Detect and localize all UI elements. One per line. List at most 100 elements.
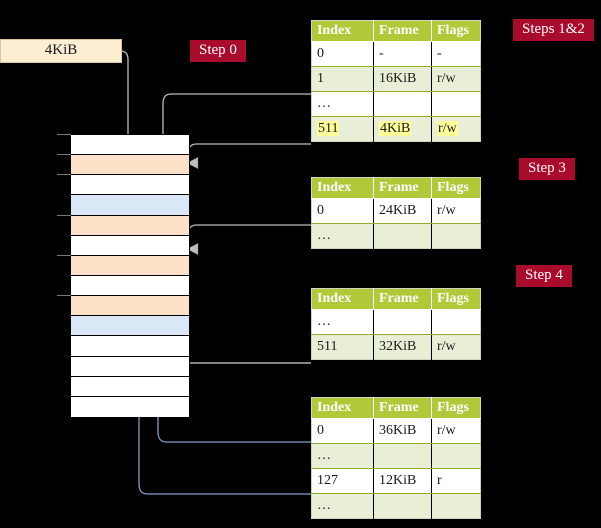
- cell-frame: 36KiB: [373, 418, 432, 444]
- cell-flags: r: [431, 468, 481, 494]
- size-label-box: 4KiB: [0, 39, 122, 63]
- memory-tick: [57, 174, 71, 176]
- cell-index: 127: [311, 468, 374, 494]
- table-row[interactable]: …: [311, 309, 481, 335]
- column-header-frame: Frame: [373, 177, 432, 199]
- table-row[interactable]: 0--: [311, 41, 481, 67]
- table-row[interactable]: 511 4KiB r/w: [311, 116, 481, 142]
- cell-flags: r/w: [431, 116, 481, 142]
- memory-frame-row: [71, 356, 189, 377]
- memory-frame-row: [71, 336, 189, 357]
- memory-frame-row: [71, 296, 189, 317]
- cell-frame: [373, 223, 432, 249]
- cell-frame: 32KiB: [373, 334, 432, 360]
- physical-memory-column: [70, 134, 190, 417]
- cell-flags: r/w: [431, 418, 481, 444]
- highlighted-value: 4KiB: [379, 121, 412, 136]
- table-row[interactable]: …: [311, 493, 481, 519]
- column-header-flags: Flags: [431, 288, 481, 310]
- column-header-index: Index: [311, 177, 374, 199]
- table-row[interactable]: …: [311, 91, 481, 117]
- cell-flags: -: [431, 41, 481, 67]
- memory-frame-row: [71, 135, 189, 156]
- cell-frame: [373, 91, 432, 117]
- cell-flags: [431, 223, 481, 249]
- column-header-flags: Flags: [431, 20, 481, 42]
- cell-frame: [373, 443, 432, 469]
- column-header-frame: Frame: [373, 20, 432, 42]
- highlighted-value: r/w: [437, 121, 458, 136]
- memory-frame-row: [71, 175, 189, 196]
- cell-flags: r/w: [431, 66, 481, 92]
- cell-flags: [431, 443, 481, 469]
- column-header-index: Index: [311, 397, 374, 419]
- wire-table3-row511-to-memory: [181, 318, 311, 364]
- cell-flags: r/w: [431, 334, 481, 360]
- cell-flags: r/w: [431, 198, 481, 224]
- cell-index: …: [311, 443, 374, 469]
- cell-index: …: [311, 91, 374, 117]
- table-row[interactable]: …: [311, 443, 481, 469]
- memory-frame-row: [71, 235, 189, 256]
- memory-tick: [57, 295, 71, 297]
- cell-index: 0: [311, 418, 374, 444]
- memory-frame-row: [71, 316, 189, 337]
- step-badge-4: Step 4: [516, 265, 572, 287]
- memory-frame-row: [71, 195, 189, 216]
- column-header-flags: Flags: [431, 177, 481, 199]
- wire-table1-row511-to-memory: [188, 143, 311, 163]
- memory-tick: [57, 134, 71, 135]
- memory-frame-row: [71, 215, 189, 236]
- cell-frame: -: [373, 41, 432, 67]
- cell-index: 511: [311, 116, 374, 142]
- column-header-index: Index: [311, 288, 374, 310]
- column-header-index: Index: [311, 20, 374, 42]
- column-header-frame: Frame: [373, 397, 432, 419]
- cell-frame: 4KiB: [373, 116, 432, 142]
- memory-frame-row: [71, 396, 189, 417]
- step-badge-1-2: Steps 1&2: [513, 19, 594, 41]
- cell-flags: [431, 493, 481, 519]
- memory-tick: [57, 214, 71, 216]
- step-badge-0: Step 0: [190, 40, 246, 62]
- cell-index: …: [311, 493, 374, 519]
- cell-index: 1: [311, 66, 374, 92]
- table-row[interactable]: …: [311, 223, 481, 249]
- highlighted-value: 511: [317, 121, 340, 136]
- column-header-flags: Flags: [431, 397, 481, 419]
- memory-frame-row: [71, 155, 189, 176]
- memory-tick: [57, 154, 71, 156]
- step-badge-3: Step 3: [519, 158, 575, 180]
- memory-tick: [57, 254, 71, 256]
- cell-index: 511: [311, 334, 374, 360]
- memory-frame-row: [71, 255, 189, 276]
- cell-frame: 12KiB: [373, 468, 432, 494]
- cell-index: …: [311, 223, 374, 249]
- cell-flags: [431, 91, 481, 117]
- cell-frame: 16KiB: [373, 66, 432, 92]
- column-header-frame: Frame: [373, 288, 432, 310]
- cell-index: 0: [311, 41, 374, 67]
- cell-frame: 24KiB: [373, 198, 432, 224]
- wire-table2-row0-to-memory: [188, 224, 311, 249]
- cell-index: …: [311, 309, 374, 335]
- cell-frame: [373, 493, 432, 519]
- memory-frame-row: [71, 376, 189, 397]
- cell-index: 0: [311, 198, 374, 224]
- cell-flags: [431, 309, 481, 335]
- memory-frame-row: [71, 275, 189, 297]
